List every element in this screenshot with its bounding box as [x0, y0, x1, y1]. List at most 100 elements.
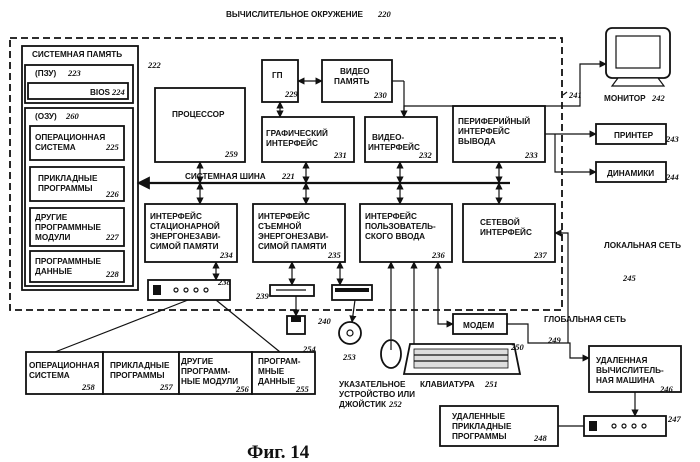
ram-label: (ОЗУ) — [35, 112, 57, 121]
bios-ref: 224 — [111, 87, 125, 97]
monitor-ref: 242 — [651, 93, 666, 103]
graphics-interface-label-1: ГРАФИЧЕСКИЙ — [266, 127, 328, 138]
remote-apps-label-1: УДАЛЕННЫЕ — [452, 412, 506, 421]
removable-mem-interface-label-3: ЭНЕРГОНЕЗАВИ- — [258, 232, 329, 241]
remote-computer-ref: 246 — [659, 384, 674, 394]
network-interface-ref: 237 — [533, 250, 548, 260]
cd-drive-slot — [335, 288, 369, 292]
gpu-ref: 229 — [284, 89, 299, 99]
pointing-device-label-2: УСТРОЙСТВО ИЛИ — [339, 388, 415, 399]
hard-disk-dot — [204, 288, 208, 292]
ram-ref: 260 — [65, 111, 80, 121]
os-label-2: СИСТЕМА — [35, 143, 76, 152]
printer-label: ПРИНТЕР — [614, 131, 654, 140]
fixed-mem-interface-label-3: ЭНЕРГОНЕЗАВИ- — [150, 232, 221, 241]
os-label-1: ОПЕРАЦИОННАЯ — [35, 133, 105, 142]
pointing-device-ref: 252 — [388, 399, 403, 409]
prog-data-label-2: ДАННЫЕ — [35, 267, 73, 276]
disk-leader-right — [216, 300, 280, 352]
wan-label: ГЛОБАЛЬНАЯ СЕТЬ — [544, 315, 626, 324]
remote-computer-label-3: НАЯ МАШИНА — [596, 376, 655, 385]
disk-data-label-3: ДАННЫЕ — [258, 377, 296, 386]
other-modules-ref: 227 — [105, 232, 120, 242]
video-interface-ref: 232 — [418, 150, 433, 160]
remote-apps-label-3: ПРОГРАММЫ — [452, 432, 507, 441]
bios-label: BIOS — [90, 88, 111, 97]
modem-label: МОДЕМ — [463, 321, 494, 330]
remote-hard-disk-dot — [642, 424, 646, 428]
remote-computer-label-1: УДАЛЕННАЯ — [596, 356, 647, 365]
processor-ref: 259 — [224, 149, 239, 159]
peripheral-interface-label-1: ПЕРИФЕРИЙНЫЙ — [458, 115, 530, 126]
prog-data-label-1: ПРОГРАММНЫЕ — [35, 257, 101, 266]
system-memory-ref: 222 — [147, 60, 162, 70]
keyboard-keys — [414, 349, 508, 368]
system-memory-label: СИСТЕМНАЯ ПАМЯТЬ — [32, 50, 122, 59]
disk-modules-label-3: НЫЕ МОДУЛИ — [181, 377, 238, 386]
remote-hard-disk-slot — [589, 421, 597, 431]
disk-os-ref: 258 — [81, 382, 96, 392]
cd-disc-hole — [347, 330, 353, 336]
rom-ref: 223 — [67, 68, 82, 78]
hard-disk-dot — [194, 288, 198, 292]
cd-disc-link — [352, 300, 355, 322]
system-bus-label: СИСТЕМНАЯ ШИНА — [185, 172, 266, 181]
speakers-label: ДИНАМИКИ — [607, 169, 654, 178]
apps-label-2: ПРОГРАММЫ — [38, 184, 93, 193]
diagram-title-ref: 220 — [377, 9, 392, 19]
floppy-drive-ref: 239 — [255, 291, 270, 301]
remote-computer-label-2: ВЫЧИСЛИТЕЛЬ- — [596, 366, 664, 375]
remote-hard-disk-dot — [612, 424, 616, 428]
removable-mem-interface-label-2: СЪЕМНОЙ — [258, 220, 301, 231]
disk-data-label-2: МНЫЕ — [258, 367, 285, 376]
remote-hard-disk-dot — [622, 424, 626, 428]
network-interface-label-2: ИНТЕРФЕЙС — [480, 226, 532, 237]
diagram-title: ВЫЧИСЛИТЕЛЬНОЕ ОКРУЖЕНИЕ — [226, 10, 363, 19]
hard-disk-dot — [174, 288, 178, 292]
hard-disk-dot — [184, 288, 188, 292]
fixed-mem-interface-label-4: СИМОЙ ПАМЯТИ — [150, 240, 219, 251]
lan-label: ЛОКАЛЬНАЯ СЕТЬ — [604, 241, 681, 250]
keyboard-label: КЛАВИАТУРА — [420, 380, 475, 389]
monitor-stand — [612, 78, 664, 86]
removable-mem-interface-label-1: ИНТЕРФЕЙС — [258, 210, 310, 221]
modem-ref: 250 — [510, 342, 525, 352]
removable-mem-interface-ref: 235 — [327, 250, 342, 260]
video-memory-label-1: ВИДЕО — [340, 67, 370, 76]
figure-caption: Фиг. 14 — [247, 442, 310, 462]
prog-data-ref: 228 — [105, 269, 120, 279]
cd-disc-ref: 253 — [342, 352, 357, 362]
pointing-device-label-3: ДЖОЙСТИК — [339, 398, 387, 409]
remote-apps-label-2: ПРИКЛАДНЫЕ — [452, 422, 512, 431]
input-modem-link — [438, 262, 453, 324]
video-memory-ref: 230 — [373, 90, 388, 100]
leader-line — [563, 92, 567, 95]
disk-data-ref: 255 — [295, 384, 310, 394]
system-bus-ref: 221 — [281, 171, 295, 181]
fixed-mem-interface-label-2: СТАЦИОНАРНОЙ — [150, 220, 220, 231]
remote-hard-disk-ref: 247 — [667, 414, 682, 424]
user-input-interface-label-2: ПОЛЬЗОВАТЕЛЬ- — [365, 222, 436, 231]
user-input-interface-ref: 236 — [431, 250, 446, 260]
removable-mem-interface-label-4: СИМОЙ ПАМЯТИ — [258, 240, 327, 251]
apps-label-1: ПРИКЛАДНЫЕ — [38, 174, 98, 183]
keyboard-ref: 251 — [484, 379, 498, 389]
cd-drive-ref: 240 — [317, 316, 332, 326]
disk-os-label-1: ОПЕРАЦИОННАЯ — [29, 361, 99, 370]
peripheral-interface-label-2: ИНТЕРФЕЙС — [458, 125, 510, 136]
os-ref: 225 — [105, 142, 120, 152]
processor-label: ПРОЦЕССОР — [172, 110, 225, 119]
disk-apps-label-1: ПРИКЛАДНЫЕ — [110, 361, 170, 370]
hard-disk-slot — [153, 285, 161, 295]
other-modules-label-2: ПРОГРАММНЫЕ — [35, 223, 101, 232]
printer-ref: 243 — [665, 134, 680, 144]
video-interface-label-1: ВИДЕО- — [372, 133, 404, 142]
user-input-interface-label-1: ИНТЕРФЕЙС — [365, 210, 417, 221]
disk-modules-label-2: ПРОГРАММ- — [181, 367, 231, 376]
disk-apps-ref: 257 — [159, 382, 174, 392]
disk-modules-label-1: ДРУГИЕ — [181, 357, 214, 366]
hard-disk-ref: 238 — [217, 277, 232, 287]
disk-os-label-2: СИСТЕМА — [29, 371, 70, 380]
fixed-mem-interface-ref: 234 — [219, 250, 233, 260]
